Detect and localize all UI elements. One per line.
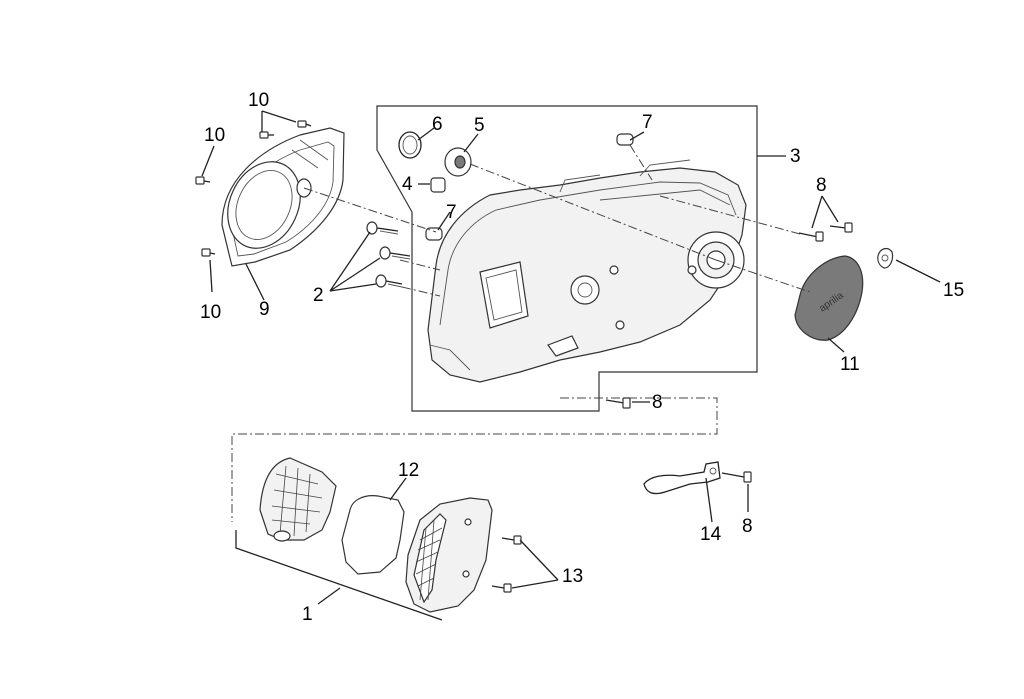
callout-8-lower: 8 [652, 392, 663, 413]
crankcase-cover-part [427, 159, 747, 383]
group-1-bracket [235, 530, 443, 621]
alignment-lines [303, 144, 811, 297]
callout-8-upper: 8 [816, 175, 827, 196]
air-intake-group-frame [231, 397, 718, 522]
callout-1: 1 [302, 604, 313, 625]
callout-10-left: 10 [204, 125, 225, 146]
callout-2: 2 [313, 285, 324, 306]
callout-11: 11 [840, 354, 860, 375]
screw-10-top-b [297, 120, 312, 128]
callout-labels: 10 10 10 9 2 6 5 4 7 7 3 8 15 11 8 12 13… [200, 90, 964, 625]
screw-13-lower [491, 583, 512, 593]
screw-13-upper [501, 535, 522, 545]
callout-10-bottom: 10 [200, 302, 221, 323]
bushing-part [430, 177, 446, 193]
screw-10-left [195, 176, 211, 185]
callout-12: 12 [398, 460, 419, 481]
small-cap-part [877, 247, 894, 269]
cover-cap-part: aprilia [794, 255, 864, 341]
screw-8-lower [605, 397, 631, 409]
oil-seal-part [444, 147, 472, 177]
callout-8-bracket: 8 [742, 516, 753, 537]
callout-15: 15 [943, 280, 964, 301]
callout-6: 6 [432, 114, 443, 135]
crankcase-cover-assembly-frame [376, 105, 758, 412]
screw-2-b [379, 246, 411, 260]
callout-10-top: 10 [248, 90, 269, 111]
screw-8-upper-b [829, 222, 853, 233]
cover-plate-part [221, 127, 345, 267]
intake-cover-part [405, 497, 493, 613]
leader-lines [201, 110, 941, 605]
screw-2-a [366, 221, 399, 235]
screw-8-bracket [721, 471, 752, 483]
callout-14: 14 [700, 524, 722, 545]
callout-13: 13 [562, 566, 583, 587]
dowel-pin-lower [425, 227, 443, 241]
screw-8-upper-a [798, 231, 824, 242]
screw-10-top-a [259, 131, 274, 139]
screw-10-bottom [201, 248, 216, 257]
filter-element-part [341, 495, 405, 575]
air-intake-body-part [259, 457, 337, 542]
screw-2-c [375, 274, 403, 288]
callout-9: 9 [259, 299, 270, 320]
callout-4: 4 [402, 174, 413, 195]
callout-5: 5 [474, 115, 485, 136]
dowel-pin-upper [616, 133, 634, 146]
callout-3: 3 [790, 146, 801, 167]
callout-7-lower: 7 [446, 202, 457, 223]
circlip-part [398, 131, 422, 159]
callout-7-upper: 7 [642, 112, 653, 133]
bracket-clip-part [643, 461, 721, 495]
